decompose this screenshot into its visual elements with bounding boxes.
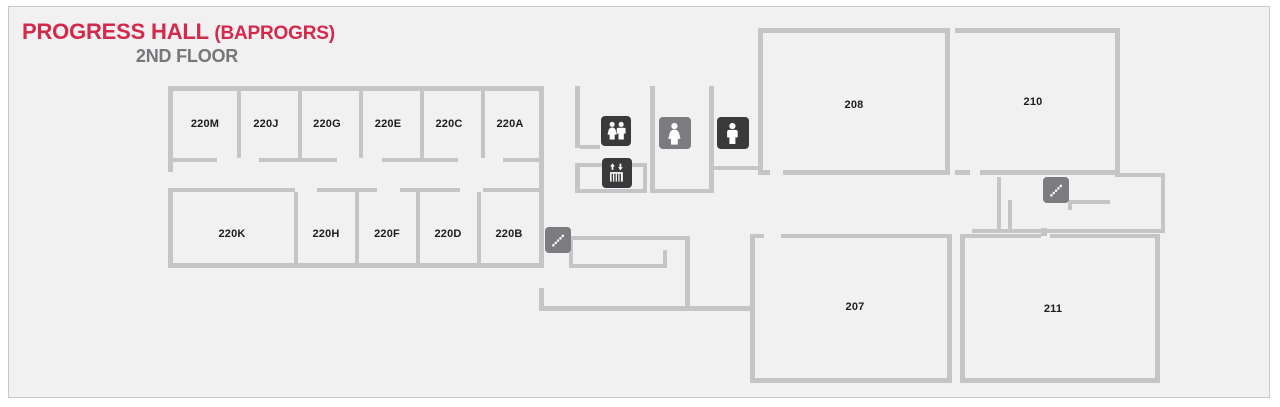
wall-segment xyxy=(685,236,690,308)
stairs-icon-right[interactable] xyxy=(1043,177,1069,203)
room-label-220j[interactable]: 220J xyxy=(253,118,279,130)
wall-segment xyxy=(420,86,424,158)
room-label-220f[interactable]: 220F xyxy=(374,228,400,240)
wall-segment xyxy=(947,234,952,382)
room-label-220d[interactable]: 220D xyxy=(434,228,462,240)
building-name: PROGRESS HALL xyxy=(22,19,209,44)
wall-segment xyxy=(569,236,573,268)
page-title: PROGRESS HALL (BAPROGRS) xyxy=(22,20,542,44)
restroom-women-icon[interactable] xyxy=(659,117,691,149)
wall-segment xyxy=(173,188,295,192)
wall-segment xyxy=(298,86,302,158)
wall-segment xyxy=(750,378,952,383)
wall-segment xyxy=(1161,173,1165,233)
wall-segment xyxy=(355,192,359,264)
wall-segment xyxy=(758,28,950,33)
wall-segment xyxy=(781,234,951,238)
wall-segment xyxy=(1115,173,1165,177)
wall-segment xyxy=(663,250,667,268)
wall-segment xyxy=(569,264,667,268)
wall-segment xyxy=(965,234,1041,238)
wall-segment xyxy=(980,170,1120,175)
room-label-207[interactable]: 207 xyxy=(845,301,865,313)
wall-segment xyxy=(294,192,298,264)
room-label-220m[interactable]: 220M xyxy=(190,118,220,130)
title-block: PROGRESS HALL (BAPROGRS) 2ND FLOOR xyxy=(22,20,542,67)
wall-segment xyxy=(643,163,647,193)
wall-segment xyxy=(359,86,363,158)
wall-segment xyxy=(714,166,758,170)
wall-segment xyxy=(1068,200,1072,210)
wall-segment xyxy=(960,234,965,382)
room-label-220e[interactable]: 220E xyxy=(374,118,402,130)
elevator-icon[interactable] xyxy=(602,158,632,188)
wall-segment xyxy=(539,306,754,311)
room-label-220h[interactable]: 220H xyxy=(312,228,340,240)
wall-segment xyxy=(539,288,544,310)
wall-segment xyxy=(1155,234,1160,382)
room-label-208[interactable]: 208 xyxy=(844,99,864,111)
restroom-men-icon[interactable] xyxy=(717,117,749,149)
room-label-220a[interactable]: 220A xyxy=(496,118,524,130)
wall-segment xyxy=(650,86,655,193)
room-label-220g[interactable]: 220G xyxy=(313,118,341,130)
wall-segment xyxy=(1008,200,1012,229)
wall-segment xyxy=(481,86,485,158)
wall-segment xyxy=(972,229,1162,233)
wall-segment xyxy=(1050,234,1160,238)
wall-segment xyxy=(750,234,764,238)
wall-segment xyxy=(783,170,950,175)
wall-segment xyxy=(758,28,763,170)
wall-segment xyxy=(758,170,770,175)
wall-segment xyxy=(168,86,544,91)
wall-segment xyxy=(575,86,580,148)
wall-segment xyxy=(168,188,173,268)
wall-segment xyxy=(945,28,950,173)
wall-segment xyxy=(580,145,600,149)
wall-segment xyxy=(168,86,173,172)
room-label-211[interactable]: 211 xyxy=(1043,303,1063,315)
wall-segment xyxy=(575,189,647,193)
wall-segment xyxy=(955,28,1120,33)
wall-segment xyxy=(483,188,544,192)
wall-segment xyxy=(750,234,755,382)
room-label-220c[interactable]: 220C xyxy=(435,118,463,130)
wall-segment xyxy=(259,158,337,162)
wall-segment xyxy=(237,86,241,158)
wall-segment xyxy=(655,189,709,193)
room-label-220b[interactable]: 220B xyxy=(495,228,523,240)
stairs-icon-center[interactable] xyxy=(545,227,571,253)
wall-segment xyxy=(575,167,580,193)
wall-segment xyxy=(503,158,544,162)
building-code: (BAPROGRS) xyxy=(214,23,335,44)
wall-segment xyxy=(569,236,689,240)
restroom-unisex-icon[interactable] xyxy=(601,116,631,146)
wall-segment xyxy=(539,86,544,268)
wall-segment xyxy=(168,263,544,268)
wall-segment xyxy=(477,192,481,264)
wall-segment xyxy=(997,177,1001,229)
wall-segment xyxy=(400,188,460,192)
room-label-210[interactable]: 210 xyxy=(1023,96,1043,108)
wall-segment xyxy=(317,188,377,192)
wall-segment xyxy=(1041,228,1047,236)
wall-segment xyxy=(955,170,970,175)
room-label-220k[interactable]: 220K xyxy=(218,228,246,240)
wall-segment xyxy=(1115,28,1120,173)
wall-segment xyxy=(173,158,217,162)
wall-segment xyxy=(960,378,1160,383)
wall-segment xyxy=(382,158,458,162)
floor-label: 2ND FLOOR xyxy=(135,45,239,66)
wall-segment xyxy=(416,192,420,264)
wall-segment xyxy=(1068,200,1110,204)
wall-segment xyxy=(709,86,714,193)
